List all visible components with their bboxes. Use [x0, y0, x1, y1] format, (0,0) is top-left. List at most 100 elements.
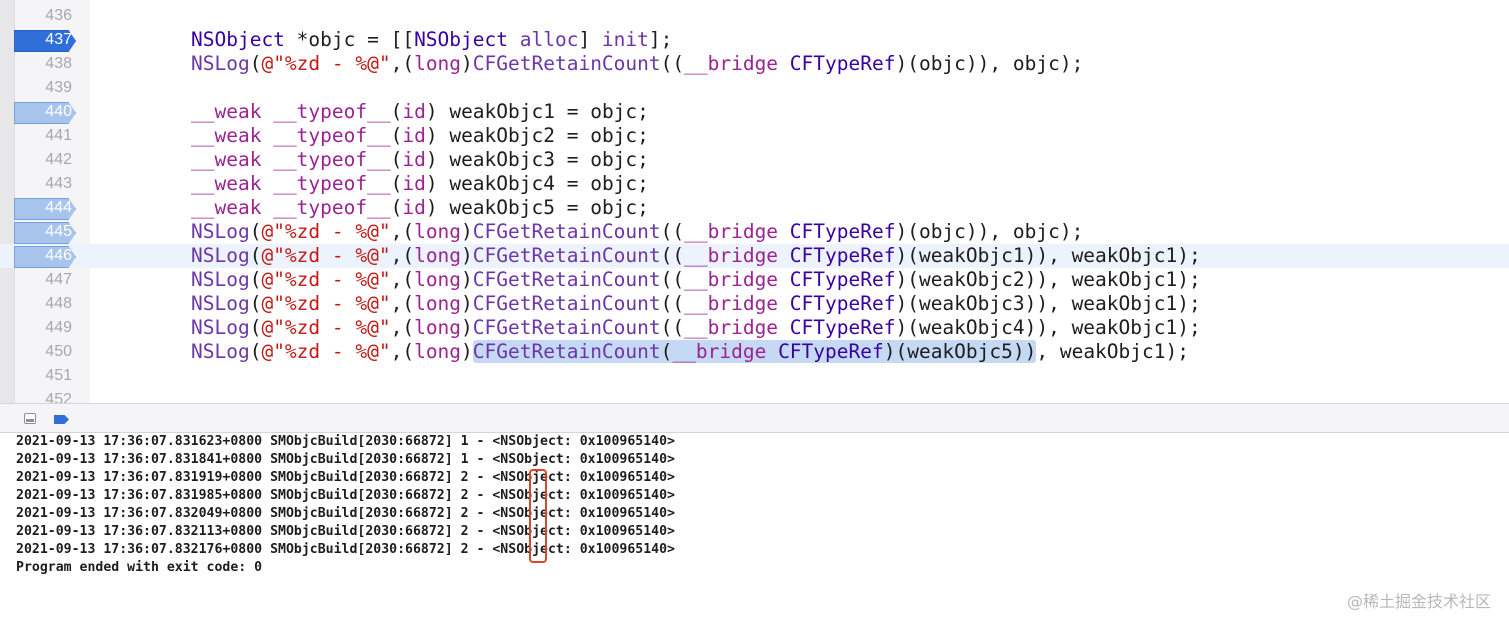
code-token: NSLog [191, 316, 250, 339]
code-token: NSLog [191, 244, 250, 267]
line-number: 443 [45, 175, 72, 192]
code-token [766, 340, 778, 363]
breakpoint-marker[interactable] [14, 198, 76, 220]
code-token: CFGetRetainCount [472, 268, 661, 291]
code-token: ( [249, 52, 262, 75]
code-token: long [414, 244, 462, 267]
code-line[interactable]: 441__weak __typeof__(id) weakObjc2 = obj… [0, 124, 1509, 148]
code-token: NSLog [191, 292, 250, 315]
code-text: NSLog(@"%zd - %@",(long)CFGetRetainCount… [191, 340, 1189, 364]
code-token: __weak [191, 124, 262, 147]
debug-console[interactable]: 2021-09-13 17:36:07.831623+0800 SMObjcBu… [0, 433, 1509, 630]
code-token: ,( [390, 52, 415, 75]
code-token: ) weakObjc3 = objc; [425, 148, 649, 171]
code-token: (( [660, 220, 685, 243]
line-number: 447 [45, 271, 72, 288]
code-token: NSObject [191, 28, 285, 51]
code-token: ( [660, 340, 673, 363]
line-number: 451 [45, 367, 72, 384]
code-token: ( [249, 316, 262, 339]
line-number: 442 [45, 151, 72, 168]
code-token: long [414, 340, 462, 363]
code-token [261, 124, 273, 147]
code-text: __weak __typeof__(id) weakObjc1 = objc; [191, 100, 649, 124]
console-line: 2021-09-13 17:36:07.831623+0800 SMObjcBu… [16, 434, 675, 449]
code-token: NSObject [414, 28, 508, 51]
console-output: 2021-09-13 17:36:07.831623+0800 SMObjcBu… [16, 433, 675, 577]
breakpoint-active-marker[interactable] [14, 30, 76, 52]
code-token [778, 52, 790, 75]
console-line: 2021-09-13 17:36:07.831985+0800 SMObjcBu… [16, 488, 675, 503]
text-selection: CFGetRetainCount(__bridge CFTypeRef)(wea… [472, 340, 1037, 363]
code-token: ) weakObjc5 = objc; [425, 196, 649, 219]
code-token: __weak [191, 148, 262, 171]
panel-toggle-icon[interactable] [24, 413, 36, 424]
code-token [261, 172, 273, 195]
code-text: NSLog(@"%zd - %@",(long)CFGetRetainCount… [191, 220, 1083, 244]
code-token: @"%zd - %@" [261, 292, 391, 315]
code-token: ( [390, 148, 403, 171]
code-token: CFTypeRef [789, 244, 896, 267]
code-token: @"%zd - %@" [261, 340, 391, 363]
code-token: id [402, 124, 426, 147]
retain-count-highlight-box [529, 469, 547, 563]
breakpoint-marker[interactable] [14, 102, 76, 124]
code-token: id [402, 196, 426, 219]
code-line[interactable]: 440__weak __typeof__(id) weakObjc1 = obj… [0, 100, 1509, 124]
code-token: (( [660, 268, 685, 291]
code-line[interactable]: 451 [0, 364, 1509, 388]
code-token [778, 268, 790, 291]
code-token: __typeof__ [273, 196, 391, 219]
code-token: )(objc)), objc); [895, 220, 1084, 243]
code-line[interactable]: 444__weak __typeof__(id) weakObjc5 = obj… [0, 196, 1509, 220]
code-token [261, 196, 273, 219]
code-token: ) [461, 292, 473, 315]
code-token: @"%zd - %@" [261, 316, 391, 339]
code-token: __bridge [684, 52, 779, 75]
code-token: ( [249, 244, 262, 267]
code-text: __weak __typeof__(id) weakObjc4 = objc; [191, 172, 649, 196]
code-token: CFGetRetainCount [472, 340, 661, 363]
code-text: NSLog(@"%zd - %@",(long)CFGetRetainCount… [191, 52, 1083, 76]
code-token: CFGetRetainCount [472, 316, 661, 339]
code-token: ,( [390, 268, 415, 291]
code-token: __bridge [684, 316, 779, 339]
line-number: 448 [45, 295, 72, 312]
code-line[interactable]: 452 [0, 388, 1509, 403]
code-token: CFTypeRef [789, 220, 896, 243]
code-token: ) weakObjc2 = objc; [425, 124, 649, 147]
code-token [261, 148, 273, 171]
code-line[interactable]: 442__weak __typeof__(id) weakObjc3 = obj… [0, 148, 1509, 172]
code-token: ( [249, 340, 262, 363]
code-token: )(weakObjc2)), weakObjc1); [895, 268, 1201, 291]
code-line[interactable]: 439 [0, 76, 1509, 100]
code-token: __weak [191, 196, 262, 219]
code-token: )(weakObjc4)), weakObjc1); [895, 316, 1201, 339]
code-line[interactable]: 436 [0, 4, 1509, 28]
code-token [508, 28, 520, 51]
breakpoint-marker[interactable] [14, 222, 76, 244]
code-token: ]; [648, 28, 673, 51]
code-token: ,( [390, 292, 415, 315]
code-token: ( [390, 172, 403, 195]
breakpoint-marker[interactable] [14, 246, 76, 268]
code-token: long [414, 52, 462, 75]
code-token: ( [249, 292, 262, 315]
line-number: 446 [45, 247, 72, 264]
code-token: CFGetRetainCount [472, 292, 661, 315]
code-text: __weak __typeof__(id) weakObjc5 = objc; [191, 196, 649, 220]
breakpoint-icon[interactable] [54, 415, 69, 424]
code-token: @"%zd - %@" [261, 220, 391, 243]
code-text: __weak __typeof__(id) weakObjc2 = objc; [191, 124, 649, 148]
code-line[interactable]: 443 __weak __typeof__(id) weakObjc4 = obj… [0, 172, 1509, 196]
